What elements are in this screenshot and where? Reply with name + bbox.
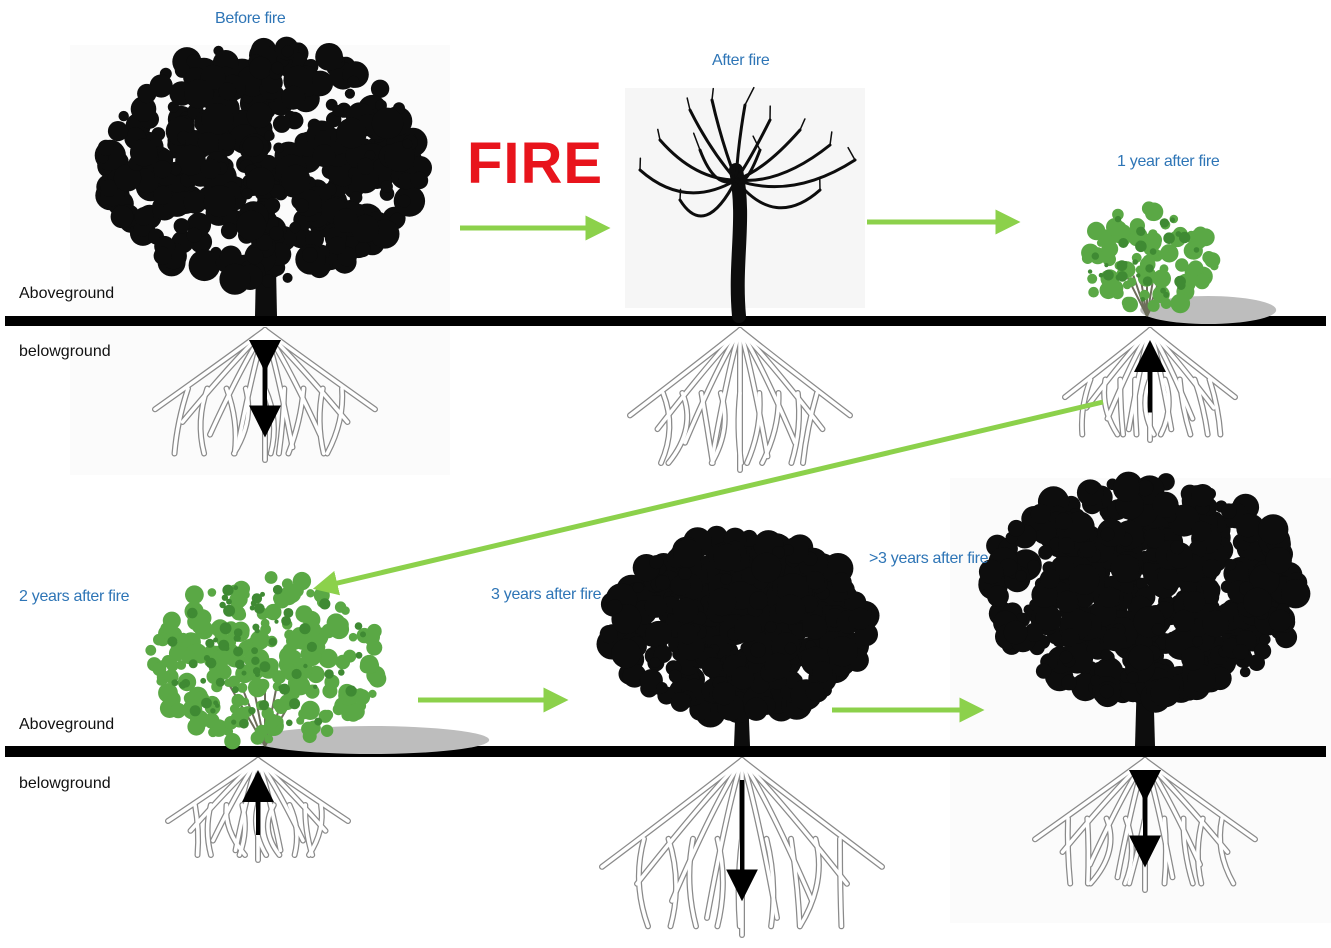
belowground-label-top: belowground [19,343,111,360]
tree-before-fire [94,36,433,316]
label-two-years: 2 years after fire [19,588,130,605]
label-more-than-three-years: >3 years after fire [869,550,989,567]
tree-two-years [145,571,490,754]
dark-canopy [978,471,1311,713]
ground-shadow [253,726,490,754]
green-foliage-dark [1087,215,1200,302]
green-foliage-dark [167,584,366,729]
ground-line-bottom [5,746,1326,757]
fire-label: FIRE [467,131,604,196]
roots-before-fire-inner [153,328,377,462]
dark-canopy [94,36,433,295]
green-foliage [145,571,387,750]
tree-after-fire [638,86,857,323]
tree-one-year [1081,201,1277,324]
label-one-year: 1 year after fire [1117,153,1220,170]
tree-three-years [596,525,880,746]
flow-arrow-one-to-two-years [312,399,1104,596]
roots-after-fire-inner [628,328,852,472]
label-after-fire: After fire [712,52,770,69]
green-foliage [1081,201,1221,314]
label-three-years: 3 years after fire [491,586,602,603]
ground-line-top [5,316,1326,326]
tree-more-than-three [978,471,1311,746]
belowground-label-bottom: belowground [19,775,111,792]
burnt-branches [638,86,857,323]
aboveground-label-bottom: Aboveground [19,716,115,733]
label-before-fire: Before fire [215,10,286,27]
roots-one-year-inner [1063,328,1237,442]
dark-canopy [596,525,880,728]
aboveground-label-top: Aboveground [19,285,115,302]
